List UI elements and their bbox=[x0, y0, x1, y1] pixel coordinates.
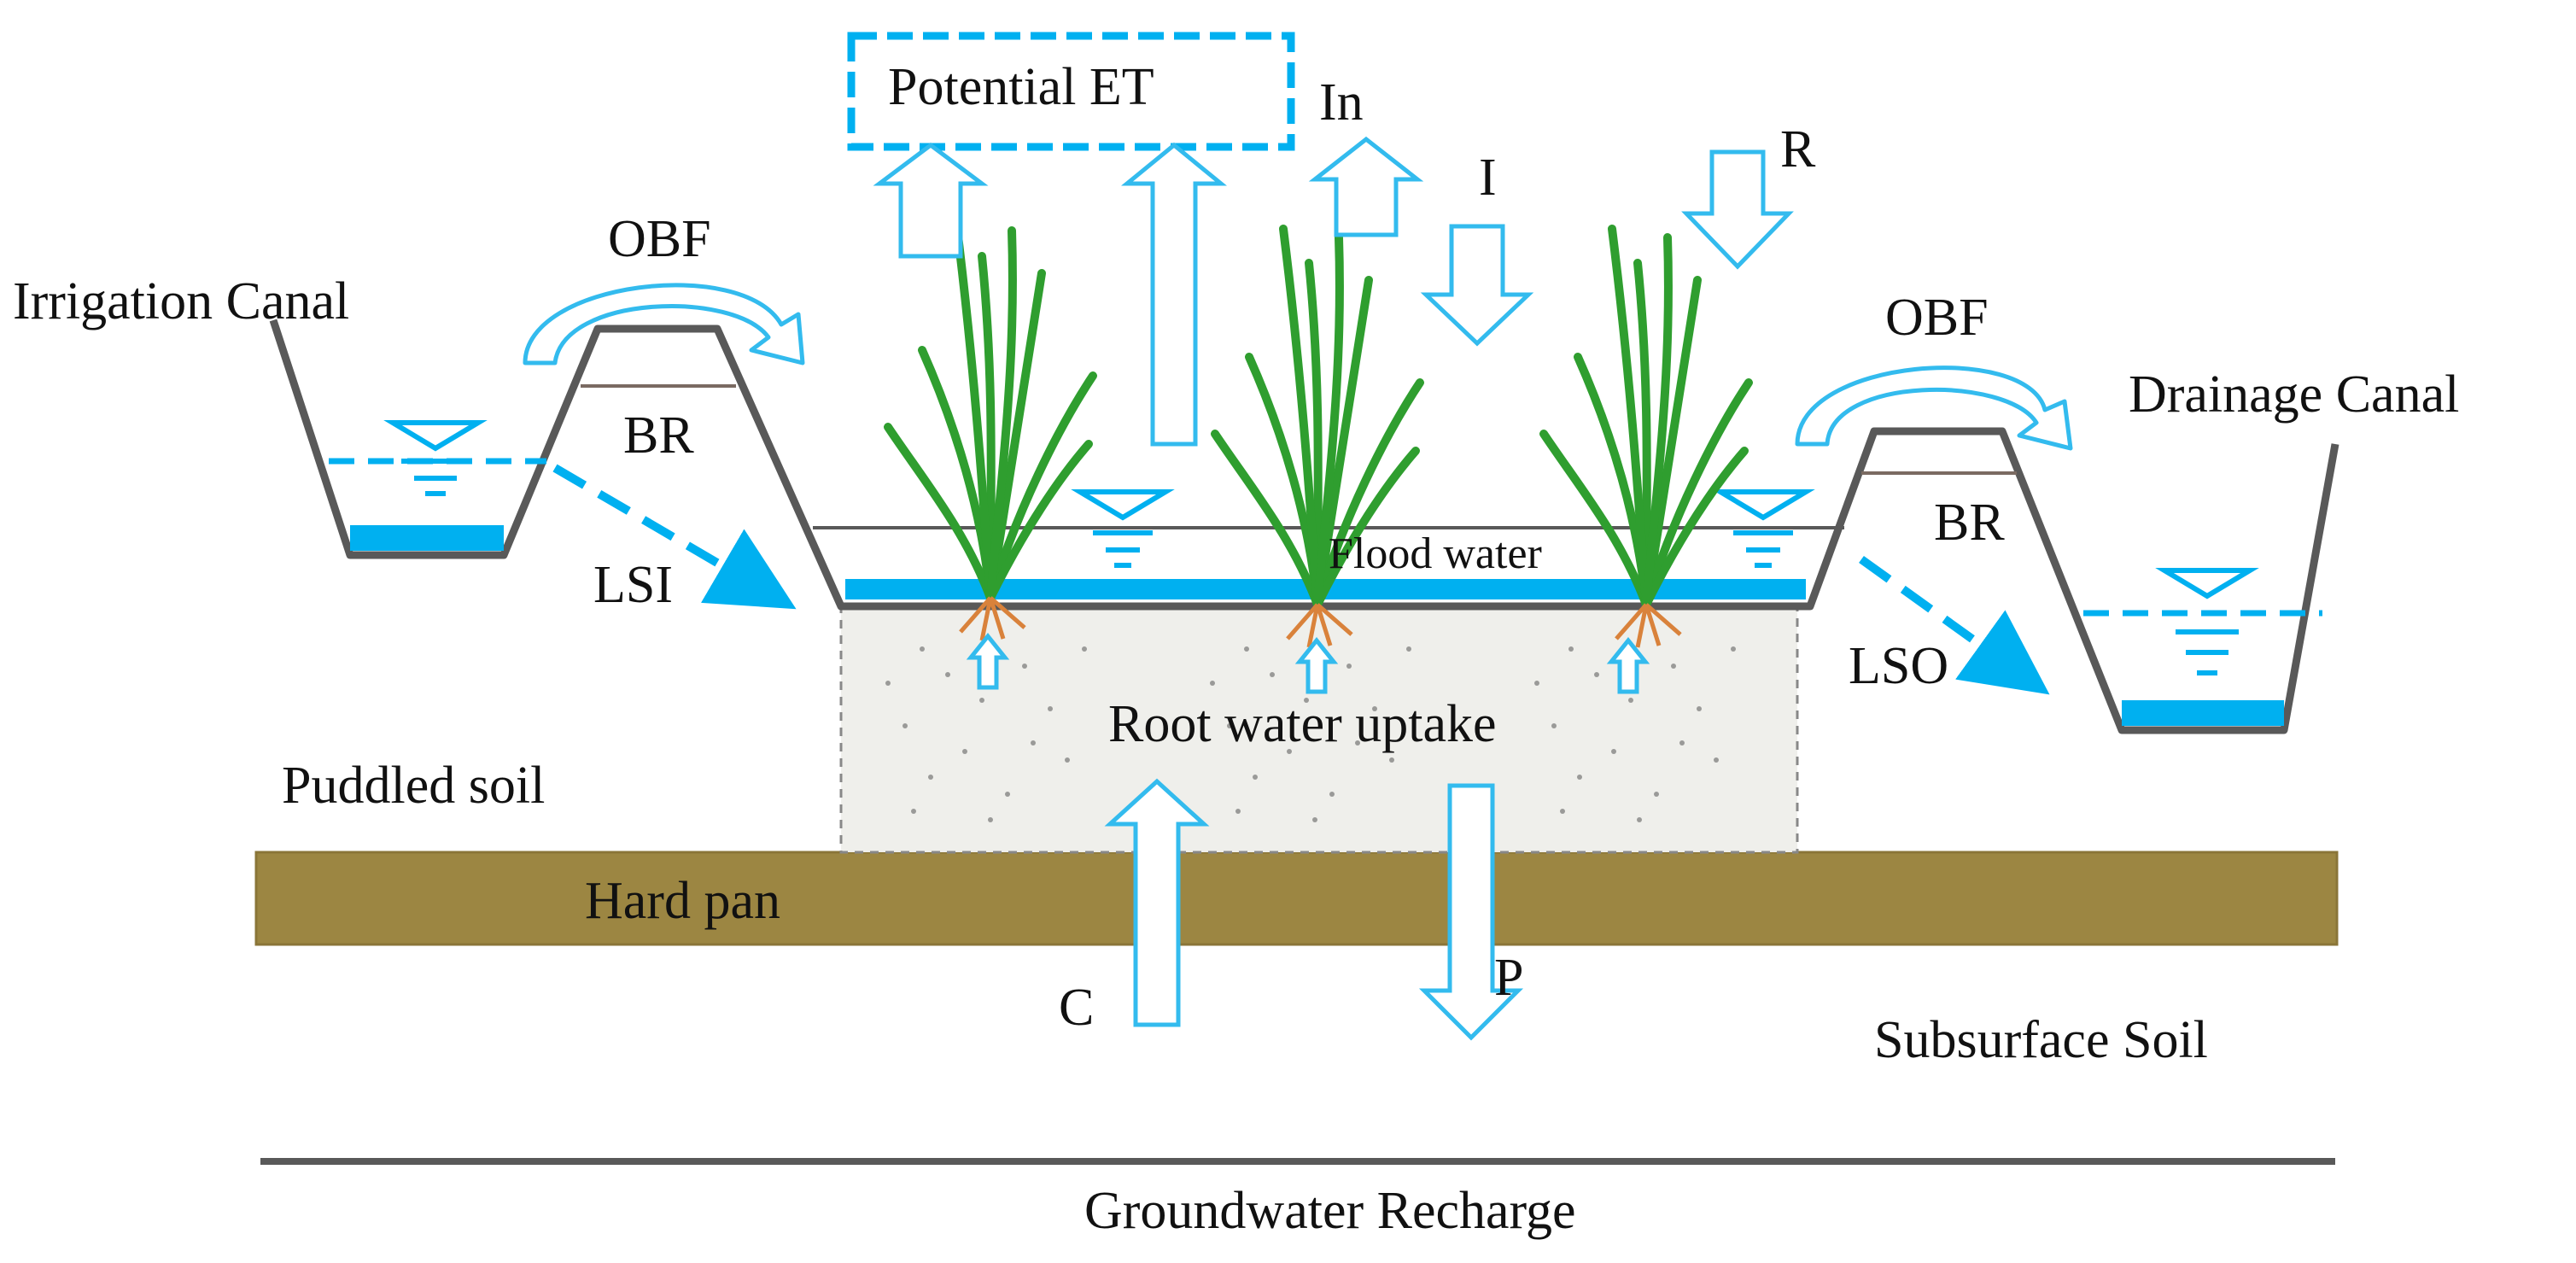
root-water-uptake-label: Root water uptake bbox=[1108, 695, 1497, 753]
lsi-arrow bbox=[552, 464, 797, 610]
potential-et-box bbox=[847, 32, 1295, 151]
irrigation-label: I bbox=[1479, 149, 1497, 207]
water-level-symbol bbox=[1071, 489, 1175, 568]
lsi-label: LSI bbox=[593, 556, 673, 614]
interception-label: In bbox=[1319, 73, 1364, 132]
capillary-rise-label: C bbox=[1059, 979, 1094, 1037]
obf-right-label: OBF bbox=[1885, 289, 1989, 347]
br-left-label: BR bbox=[623, 406, 694, 465]
subsurface-soil-label: Subsurface Soil bbox=[1874, 1011, 2208, 1069]
root-uptake-arrow bbox=[1606, 636, 1650, 694]
interception-arrow bbox=[1308, 136, 1424, 237]
root-uptake-arrow bbox=[966, 632, 1010, 690]
capillary-rise-arrow bbox=[1104, 778, 1210, 1027]
percolation-label: P bbox=[1494, 949, 1523, 1007]
irrigation-canal-label: Irrigation Canal bbox=[13, 272, 349, 330]
et-arrow-up-tall bbox=[1120, 142, 1228, 447]
rainfall-label: R bbox=[1780, 120, 1816, 178]
water-level-symbol bbox=[2155, 568, 2259, 675]
groundwater-recharge-label: Groundwater Recharge bbox=[1084, 1182, 1576, 1240]
irrigation-arrow bbox=[1420, 224, 1534, 347]
rainfall-arrow bbox=[1681, 149, 1794, 270]
water-level-symbol bbox=[383, 420, 488, 496]
hard-pan-label: Hard pan bbox=[585, 872, 780, 930]
percolation-arrow bbox=[1418, 783, 1524, 1041]
puddled-soil-label: Puddled soil bbox=[282, 757, 545, 815]
lso-arrow bbox=[1859, 555, 2050, 695]
lso-label: LSO bbox=[1849, 637, 1948, 695]
rice-plant-icon bbox=[884, 218, 1097, 641]
root-speckles bbox=[885, 646, 1736, 822]
root-uptake-arrow bbox=[1294, 636, 1339, 694]
obf-left-label: OBF bbox=[608, 210, 711, 268]
drainage-canal-label: Drainage Canal bbox=[2129, 365, 2459, 424]
drainage-canal-water bbox=[2122, 700, 2284, 726]
irrigation-canal-water bbox=[350, 525, 504, 551]
flood-water-label: Flood water bbox=[1329, 529, 1542, 578]
br-right-label: BR bbox=[1934, 494, 2005, 552]
obf-left-arrow bbox=[523, 283, 805, 365]
et-arrow-up-small bbox=[873, 142, 989, 259]
water-level-symbol bbox=[1711, 489, 1815, 568]
field-bund-outline bbox=[269, 319, 2339, 734]
hard-pan-layer bbox=[254, 851, 2339, 946]
obf-right-arrow bbox=[1795, 365, 2073, 451]
potential-et-label: Potential ET bbox=[888, 58, 1154, 116]
